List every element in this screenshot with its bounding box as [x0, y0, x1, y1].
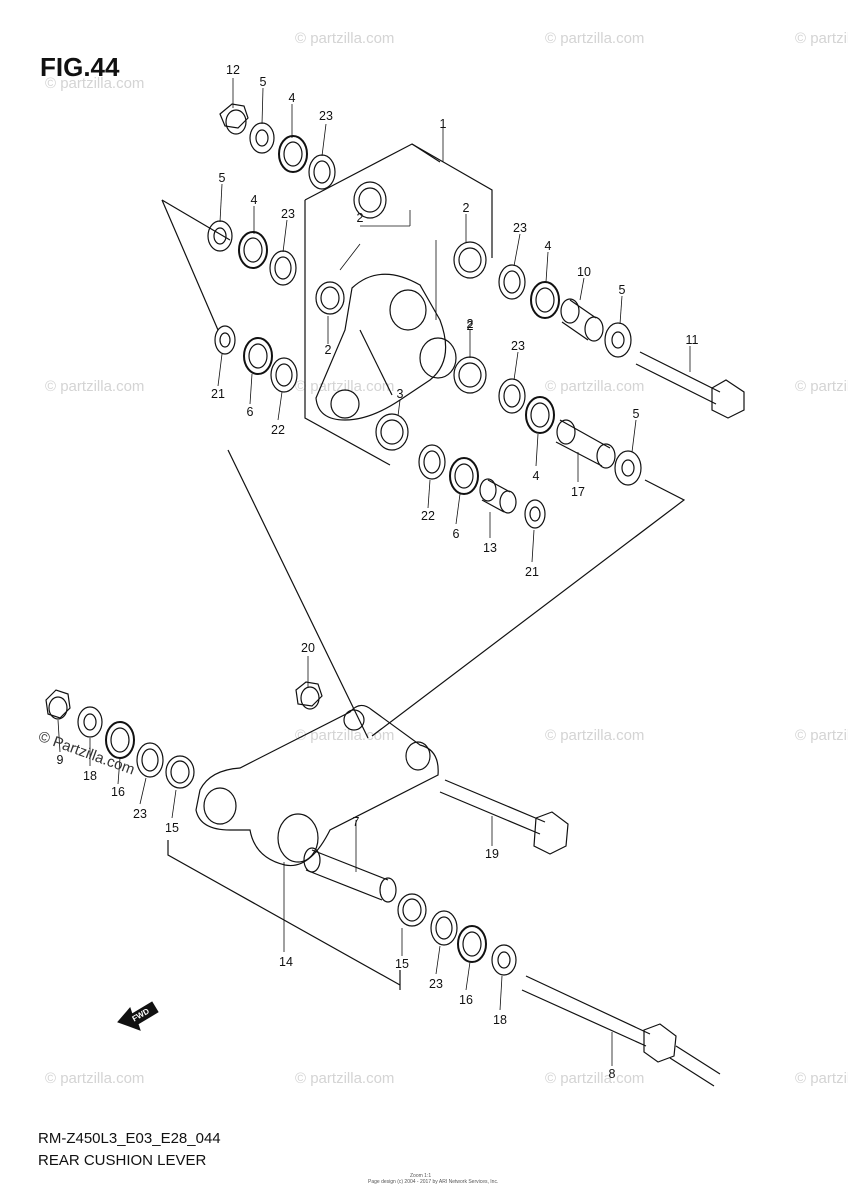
callout-number: 1 [440, 117, 447, 131]
callout-number: 4 [533, 469, 540, 483]
callout-number: 5 [260, 75, 267, 89]
callout-number: 7 [353, 815, 360, 829]
watermark: © partzilla.com [295, 30, 395, 47]
watermark: © partzilla.com [795, 727, 848, 744]
callout-number: 18 [83, 769, 97, 783]
callout-number: 15 [165, 821, 179, 835]
callout-number: 8 [609, 1067, 616, 1081]
callout-number: 4 [251, 193, 258, 207]
callout-number: 10 [577, 265, 591, 279]
callout-number: 5 [219, 171, 226, 185]
watermark: © partzilla.com [545, 30, 645, 47]
watermark: © partzilla.com [795, 30, 848, 47]
callout-number: 23 [281, 207, 295, 221]
callout-number: 2 [467, 317, 474, 331]
callout-number: 2 [467, 319, 474, 333]
callout-number: 19 [485, 847, 499, 861]
callout-number: 23 [133, 807, 147, 821]
callout-number: 23 [513, 221, 527, 235]
watermark: © partzilla.com [545, 378, 645, 395]
callout-number: 23 [511, 339, 525, 353]
watermark: © partzilla.com [795, 378, 848, 395]
callout-number: 2 [357, 211, 364, 225]
footer-copyright: Page design (c) 2004 - 2017 by ARI Netwo… [368, 1179, 499, 1185]
callout-number: 17 [571, 485, 585, 499]
watermark: © partzilla.com [45, 75, 145, 92]
figure-name: REAR CUSHION LEVER [38, 1152, 207, 1169]
callout-number: 22 [271, 423, 285, 437]
figure-title: FIG.44 [40, 52, 120, 82]
figure-code: RM-Z450L3_E03_E28_044 [38, 1130, 221, 1147]
callout-number: 5 [619, 283, 626, 297]
callout-number: 4 [289, 91, 296, 105]
callout-number: 11 [686, 333, 699, 347]
callout-number: 22 [421, 509, 435, 523]
callout-number: 14 [279, 955, 293, 969]
callout-number: 9 [57, 753, 64, 767]
footer-zoom: Zoom 1:1 [410, 1173, 432, 1179]
watermark: © partzilla.com [545, 1070, 645, 1087]
callout-number: 4 [545, 239, 552, 253]
callout-number: 15 [395, 957, 409, 971]
watermark: © partzilla.com [795, 1070, 848, 1087]
callout-number: 2 [463, 201, 470, 215]
callout-number: 6 [247, 405, 254, 419]
callout-number: 16 [111, 785, 125, 799]
watermark: © partzilla.com [45, 378, 145, 395]
callout-number: 23 [319, 109, 333, 123]
callout-number: 23 [429, 977, 443, 991]
callout-number: 13 [483, 541, 497, 555]
callout-number: 6 [453, 527, 460, 541]
watermark: © partzilla.com [545, 727, 645, 744]
watermark: © partzilla.com [295, 378, 395, 395]
callout-number: 21 [211, 387, 225, 401]
watermark: © partzilla.com [45, 1070, 145, 1087]
callout-number: 16 [459, 993, 473, 1007]
callout-number: 21 [525, 565, 539, 579]
callout-number: 20 [301, 641, 315, 655]
watermark: © partzilla.com [295, 727, 395, 744]
forward-arrow-icon: FWD [117, 1001, 159, 1031]
callout-number: 5 [633, 407, 640, 421]
callout-number: 3 [397, 387, 404, 401]
watermark: © partzilla.com [295, 1070, 395, 1087]
callout-number: 18 [493, 1013, 507, 1027]
callout-number: 2 [325, 343, 332, 357]
callout-number: 12 [226, 63, 240, 77]
